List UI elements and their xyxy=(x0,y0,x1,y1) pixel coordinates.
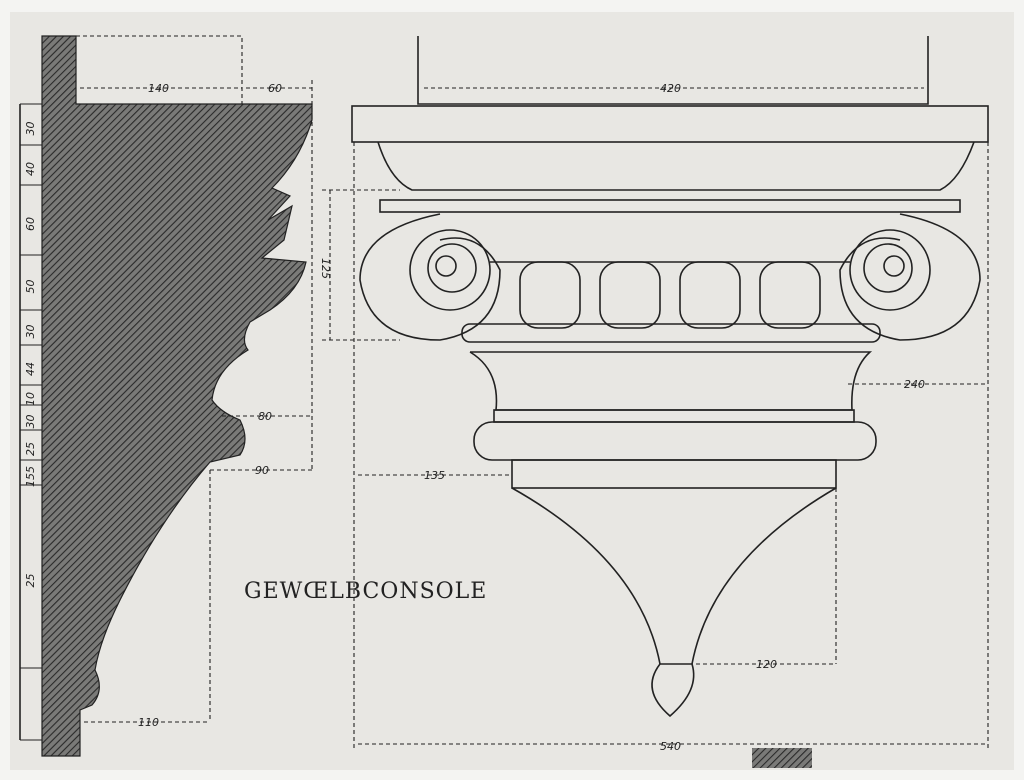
scale-label: 40 xyxy=(24,162,37,176)
scale-label: 155 xyxy=(24,466,37,487)
dim-140: 140 xyxy=(148,82,169,95)
dim-120: 120 xyxy=(756,658,777,671)
scale-label: 30 xyxy=(24,122,37,136)
scale-label: 10 xyxy=(24,392,37,406)
section-profile xyxy=(41,35,313,757)
dim-80: 80 xyxy=(258,410,272,423)
dim-420: 420 xyxy=(660,82,681,95)
drawing-title: GEWŒLBCONSOLE xyxy=(244,579,487,604)
scale-label: 44 xyxy=(24,362,37,376)
scale-label: 50 xyxy=(24,280,37,294)
base-hatch xyxy=(752,748,812,768)
scale-label: 25 xyxy=(24,574,37,588)
dim-240: 240 xyxy=(904,378,925,391)
dim-125: 125 xyxy=(319,258,332,279)
dim-110: 110 xyxy=(138,716,159,729)
dim-60: 60 xyxy=(268,82,282,95)
vertical-scale: 30 40 60 50 30 44 10 30 25 155 25 xyxy=(19,103,42,741)
scale-label: 60 xyxy=(24,217,37,231)
scale-label: 30 xyxy=(24,325,37,339)
dim-540: 540 xyxy=(660,740,681,753)
capital-elevation xyxy=(351,36,989,718)
dim-135: 135 xyxy=(424,469,445,482)
scale-label: 30 xyxy=(24,415,37,429)
scale-label: 25 xyxy=(24,442,37,456)
dim-90: 90 xyxy=(255,464,269,477)
